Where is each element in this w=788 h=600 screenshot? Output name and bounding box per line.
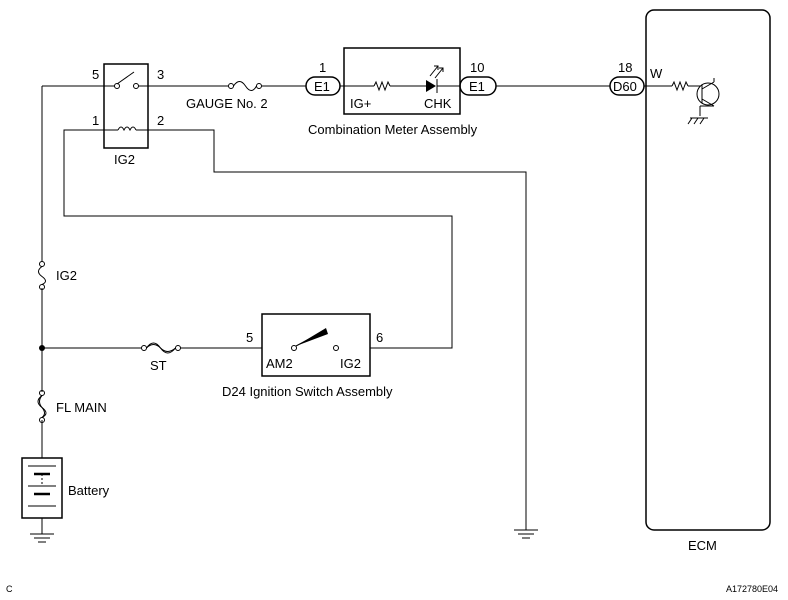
fuse-st-label: ST [150,358,167,373]
switch-pin-6: 6 [376,330,383,345]
switch-pin-5: 5 [246,330,253,345]
fuse-fl-main-label: FL MAIN [56,400,107,415]
fuse-gauge-icon [228,81,262,91]
wire-coil-to-switch [63,129,453,349]
switch-term-am2: AM2 [266,356,293,371]
meter-title: Combination Meter Assembly [308,122,478,137]
connector-e1-out-label: E1 [469,79,485,94]
resistor-icon [344,80,426,92]
ecm-box [645,9,771,531]
combination-meter-box [343,47,461,115]
ecm-wire-color: W [650,66,663,81]
meter-term-chk: CHK [424,96,452,111]
junction-dot [39,345,45,351]
connector-e1-in-label: E1 [314,79,330,94]
connector-e1-in [305,76,341,96]
led-icon [426,65,460,93]
fuse-fl-main-icon [37,390,47,423]
footer-figure-id: A172780E04 [726,584,778,594]
battery-icon [28,465,56,507]
wire-coil-to-ground [148,129,527,530]
meter-pin-1: 1 [319,60,326,75]
wires [39,85,646,534]
relay-pin-1: 1 [92,113,99,128]
switch-title: D24 Ignition Switch Assembly [222,384,393,399]
ecm-pin-18: 18 [618,60,632,75]
ground-relay [514,529,538,539]
meter-pin-10: 10 [470,60,484,75]
fuse-gauge-label: GAUGE No. 2 [186,96,268,111]
fuse-ig2-icon [38,261,46,290]
connector-e1-out [459,76,497,96]
battery-label: Battery [68,483,110,498]
ground-battery [30,533,54,543]
ecm-transistor-icon [646,78,720,125]
connector-d60 [609,76,645,96]
switch-term-ig2: IG2 [340,356,361,371]
ecm-title: ECM [688,538,717,553]
ignition-switch-box [261,313,371,377]
relay-pin-2: 2 [157,113,164,128]
fuse-ig2-label: IG2 [56,268,77,283]
footer-left-code: C [6,584,13,594]
relay-ig2 [103,63,149,149]
relay-label: IG2 [114,152,135,167]
battery-box [21,457,63,519]
ignition-switch-contact-icon [291,328,339,351]
fuse-st-icon [141,342,181,354]
relay-pin-3: 3 [157,67,164,82]
connector-d60-label: D60 [613,79,637,94]
relay-pin-5: 5 [92,67,99,82]
meter-term-ig: IG+ [350,96,371,111]
